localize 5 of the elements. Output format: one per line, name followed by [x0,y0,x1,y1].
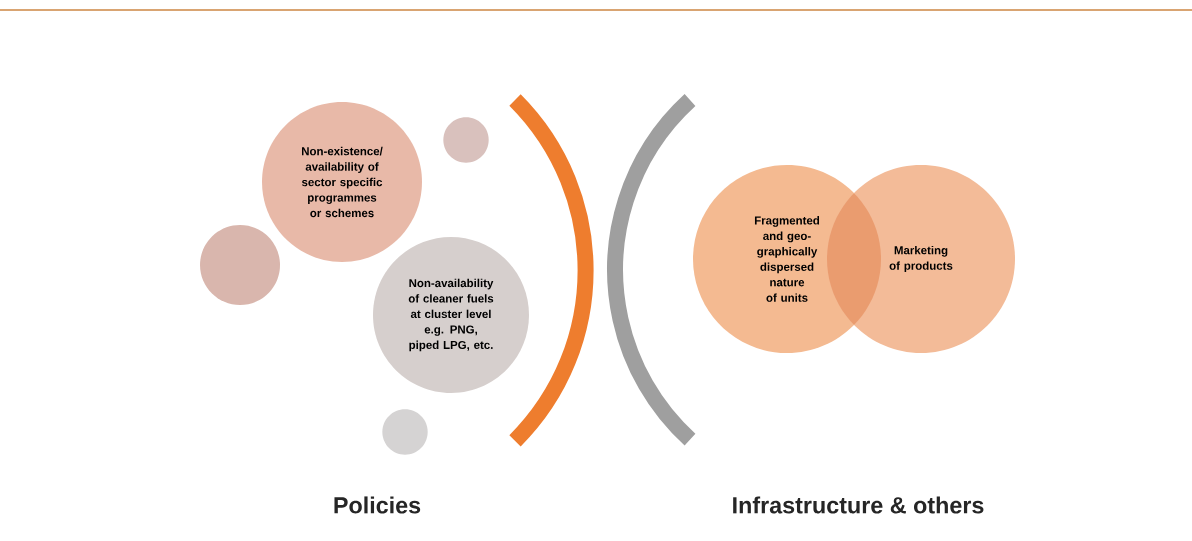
section-heading: Policies [334,496,421,514]
section-heading: Infrastructure & others [733,496,984,514]
circle [443,117,489,163]
circle [200,225,280,305]
circle [382,409,428,455]
